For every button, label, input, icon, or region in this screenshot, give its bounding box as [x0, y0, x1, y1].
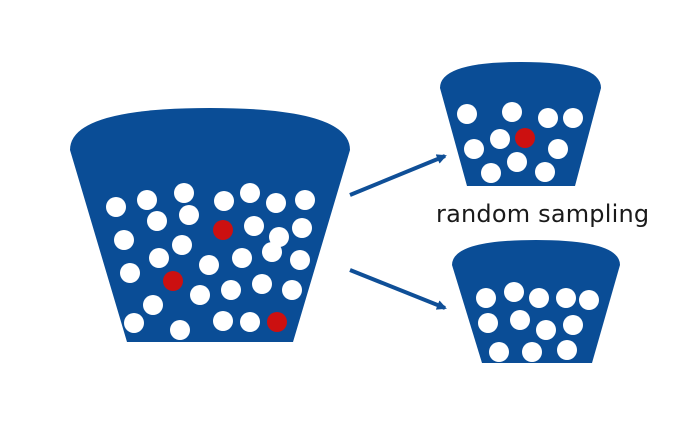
white-ball	[478, 313, 498, 333]
white-ball	[563, 315, 583, 335]
white-ball	[244, 216, 264, 236]
population-bucket	[70, 108, 350, 342]
sample-bucket-top	[440, 62, 601, 186]
white-ball	[179, 205, 199, 225]
sampling-label: random sampling	[436, 200, 650, 228]
white-ball	[114, 230, 134, 250]
white-ball	[269, 227, 289, 247]
white-ball	[240, 183, 260, 203]
white-ball	[221, 280, 241, 300]
white-ball	[538, 108, 558, 128]
white-ball	[548, 139, 568, 159]
white-ball	[262, 242, 282, 262]
population-bucket-body	[70, 108, 350, 342]
white-ball	[213, 311, 233, 331]
arrow-to-top-sample	[349, 154, 447, 197]
white-ball	[535, 162, 555, 182]
white-ball	[174, 183, 194, 203]
white-ball	[464, 139, 484, 159]
white-ball	[556, 288, 576, 308]
white-ball	[579, 290, 599, 310]
sample-bottom-balls	[476, 282, 599, 362]
white-ball	[199, 255, 219, 275]
white-ball	[147, 211, 167, 231]
white-ball	[481, 163, 501, 183]
white-ball	[292, 218, 312, 238]
white-ball	[240, 312, 260, 332]
population-balls	[106, 183, 315, 340]
white-ball	[489, 342, 509, 362]
red-ball	[515, 128, 535, 148]
white-ball	[124, 313, 144, 333]
white-ball	[504, 282, 524, 302]
arrow-to-bottom-sample	[349, 268, 447, 310]
white-ball	[149, 248, 169, 268]
red-ball	[267, 312, 287, 332]
white-ball	[290, 250, 310, 270]
white-ball	[282, 280, 302, 300]
white-ball	[529, 288, 549, 308]
white-ball	[120, 263, 140, 283]
red-ball	[163, 271, 183, 291]
sample-top-balls	[457, 102, 583, 183]
white-ball	[510, 310, 530, 330]
white-ball	[172, 235, 192, 255]
white-ball	[457, 104, 477, 124]
white-ball	[507, 152, 527, 172]
white-ball	[137, 190, 157, 210]
white-ball	[502, 102, 522, 122]
white-ball	[106, 197, 126, 217]
white-ball	[295, 190, 315, 210]
white-ball	[490, 129, 510, 149]
white-ball	[266, 193, 286, 213]
white-ball	[536, 320, 556, 340]
white-ball	[557, 340, 577, 360]
white-ball	[252, 274, 272, 294]
white-ball	[143, 295, 163, 315]
red-ball	[213, 220, 233, 240]
white-ball	[563, 108, 583, 128]
sample-bucket-bottom	[452, 240, 620, 363]
white-ball	[170, 320, 190, 340]
white-ball	[476, 288, 496, 308]
white-ball	[522, 342, 542, 362]
white-ball	[232, 248, 252, 268]
white-ball	[190, 285, 210, 305]
white-ball	[214, 191, 234, 211]
